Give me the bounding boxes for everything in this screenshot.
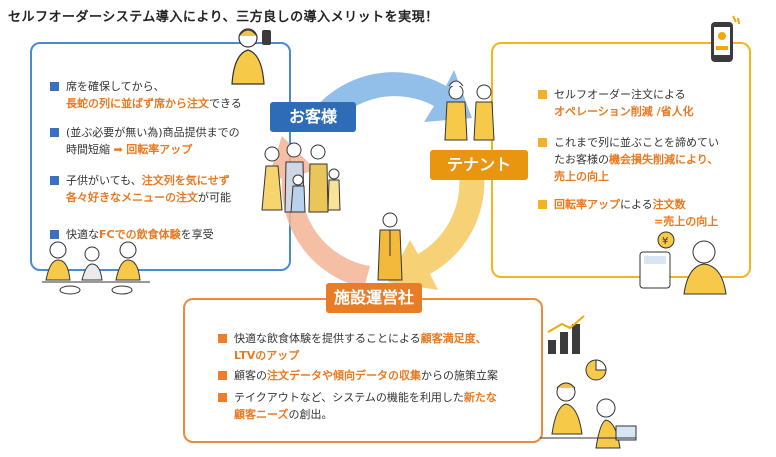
item-text: を享受 [180,228,214,241]
bullet-square [218,371,227,380]
arrow-tenant-to-facility [388,160,485,290]
growth-chart-illustration [547,315,607,381]
item-highlight: 新たな [463,391,497,404]
item-text: 時間短縮 [66,143,110,156]
tenant-item: これまで列に並ぶことを諦めていたお客様の機会損失削減により、売上の向上 [538,134,743,185]
businessman-illustration [377,212,403,281]
arrow-icon: ➡ [113,143,123,156]
customer-item: 快適なFCでの飲食体験を享受 [50,226,280,243]
chefs-illustration [444,80,495,141]
dining-people-illustration [42,241,150,295]
item-text: セルフオーダー注文による [554,88,686,101]
item-highlight: オペレーション削減 /省人化 [554,105,694,118]
item-text: からの施策立案 [421,369,498,382]
item-highlight: 顧客ニーズ [234,408,289,421]
facility-item: 快適な飲食体験を提供することによる顧客満足度、 LTVのアップ [218,330,538,364]
item-text: による [620,198,653,211]
facility-item: 顧客の注文データや傾向データの収集からの施策立案 [218,367,538,384]
item-text: 子供がいても、 [66,174,142,187]
arrow-customer-to-tenant [310,70,472,128]
item-text: できる [209,97,242,110]
item-text: これまで列に並ぶことを諦めてい [554,136,719,149]
cashier-calculator-illustration: ¥ [639,231,727,295]
customer-item: 席を確保してから、長蛇の列に並ばず席から注文できる [50,78,280,112]
item-highlight: 各々好きなメニューの注文 [66,191,198,204]
bullet-square [538,200,547,209]
item-text: たお客様の [554,153,609,166]
item-highlight: 注文列を気にせず [141,174,230,187]
facility-panel [183,298,543,443]
office-workers-illustration [540,382,637,449]
item-text: の創出。 [288,408,333,421]
item-text: 席を確保してから、 [66,80,165,93]
woman-with-phone-illustration [231,28,271,85]
customer-item: 子供がいても、注文列を気にせず各々好きなメニューの注文が可能 [50,172,280,206]
tenant-item: セルフオーダー注文によるオペレーション削減 /省人化 [538,86,743,120]
item-text: 快適な飲食体験を提供することによる [234,332,421,345]
family-illustration [261,142,341,213]
item-text: 顧客の [234,369,267,382]
bullet-square [218,393,227,402]
item-highlight: =売上の向上 [654,215,719,228]
bullet-square [50,176,59,185]
bullet-square [538,138,547,147]
item-highlight: 売上の向上 [554,170,609,183]
item-highlight: 顧客満足度、 [420,332,487,345]
tenant-label: テナント [430,150,528,180]
bullet-square [50,230,59,239]
smartphone-menu-illustration [711,15,740,62]
page-title: セルフオーダーシステム導入により、三方良しの導入メリットを実現！ [8,10,439,25]
bullet-square [50,128,59,137]
customer-item: (並ぶ必要が無い為)商品提供までの時間短縮 ➡ 回転率アップ [50,124,280,158]
bullet-square [50,82,59,91]
svg-text:¥: ¥ [662,236,668,247]
facility-label: 施設運営社 [326,283,422,313]
bullet-square [218,334,227,343]
item-highlight: 注文データや傾向データの収集 [267,369,421,382]
item-highlight: LTVのアップ [234,349,300,362]
tenant-item: 回転率アップによる注文数 =売上の向上 [538,196,743,230]
item-text: 快適な [66,228,99,241]
item-text: (並ぶ必要が無い為)商品提供までの [66,126,240,139]
item-highlight: FCでの飲食体験 [99,228,181,241]
item-text: テイクアウトなど、システムの機能を利用した [234,391,464,404]
item-highlight: 回転率アップ [554,198,620,211]
item-highlight: 機会損失削減により、 [609,153,719,166]
bullet-square [538,90,547,99]
customer-label: お客様 [270,102,356,132]
item-highlight: 長蛇の列に並ばず席から注文 [66,97,209,110]
facility-item: テイクアウトなど、システムの機能を利用した新たな顧客ニーズの創出。 [218,389,538,423]
item-highlight: 回転率アップ [126,143,193,156]
item-text: が可能 [198,191,231,204]
item-highlight: 注文数 [652,198,686,211]
tenant-panel [491,42,751,278]
